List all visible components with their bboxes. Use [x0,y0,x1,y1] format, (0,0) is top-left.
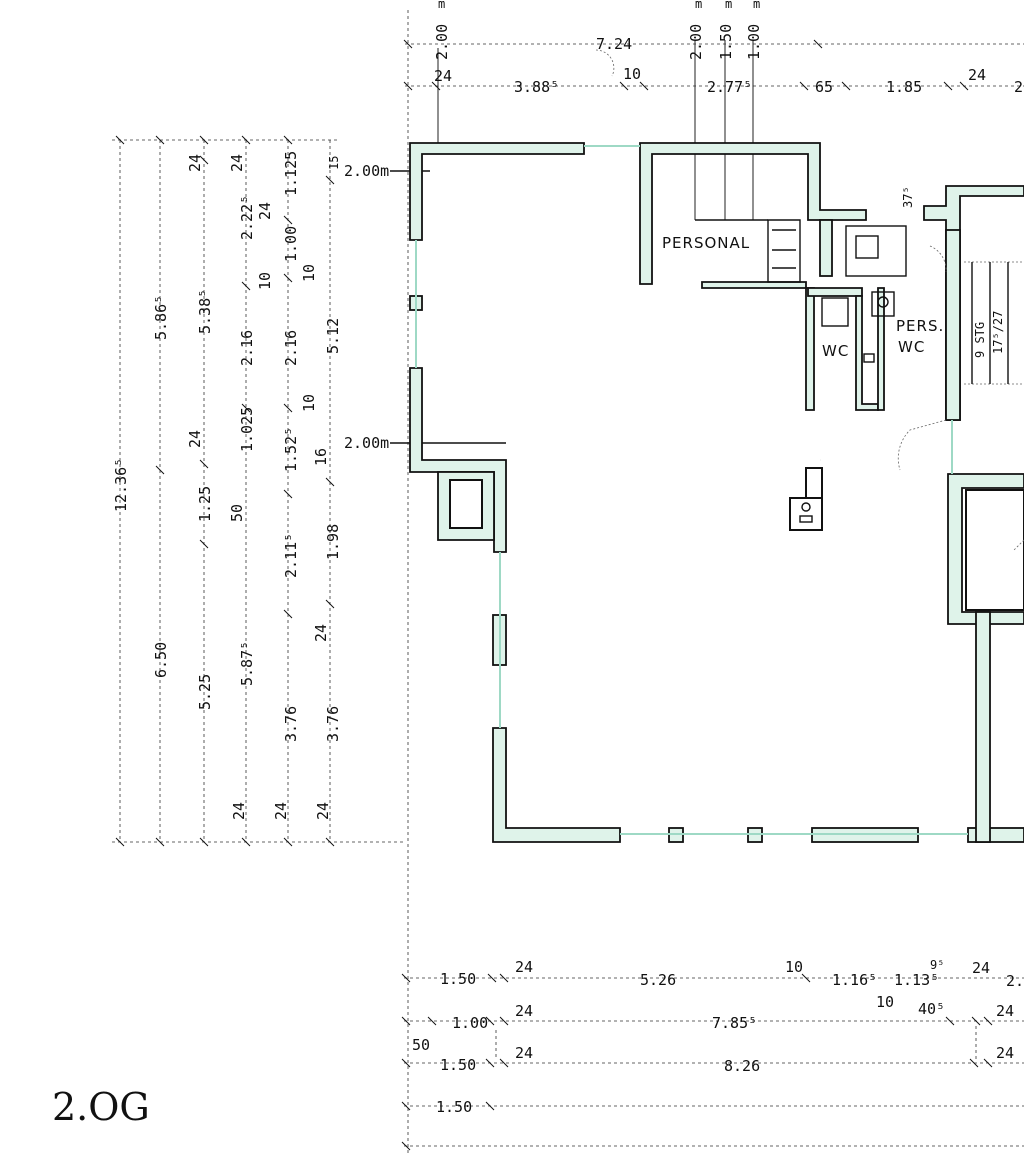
bottom-dimensions: 1.50 24 5.26 10 1.16⁵ 1.13⁵ 9⁵ 24 2. 1.0… [401,958,1024,1151]
windows [415,145,968,835]
dim-bottom-r2-24: 24 [515,1002,533,1020]
dim-bottom-r1-1165: 1.16⁵ [832,971,877,989]
floor-label: 2.OG [52,1085,150,1129]
dim-bottom-r3-826: 8.26 [724,1057,760,1075]
dim-left-2115: 2.11⁵ [282,533,300,578]
dim-top-24b: 24 [968,66,986,84]
dim-left-216b: 2.16 [282,330,300,366]
dim-left-10c: 10 [300,394,318,412]
dim-bottom-r3-24: 24 [515,1044,533,1062]
dim-top-150: 1.50 [717,24,735,60]
dim-left-12365: 12.36⁵ [112,458,130,512]
dim-bottom-r1-2: 2. [1006,972,1024,990]
dim-left-1125: 1.125 [282,151,300,196]
dim-top-65: 65 [815,78,833,96]
dim-bottom-r2-405: 40⁵ [918,1000,945,1018]
dim-top-10: 10 [623,65,641,83]
level-markers: 2.00m 2.00m [344,162,506,452]
dim-bottom-r1-95: 9⁵ [930,958,944,972]
dim-left-650: 6.50 [152,642,170,678]
dim-bottom-r2-24b: 24 [996,1002,1014,1020]
dim-left-198: 1.98 [324,524,342,560]
dim-left-5385: 5.38⁵ [196,289,214,334]
dim-left-525: 5.25 [196,674,214,710]
svg-text:m: m [695,0,702,11]
dim-top-375: 37⁵ [901,186,915,208]
dim-bottom-r1-24b: 24 [972,959,990,977]
dim-left-24h: 24 [314,802,332,820]
room-wc: WC [822,342,849,360]
dim-top-724: 7.24 [596,35,632,53]
dim-left-24c: 24 [228,154,246,172]
dim-left-24d: 24 [230,802,248,820]
dim-bottom-r1-24: 24 [515,958,533,976]
dim-left-24a: 24 [186,154,204,172]
dim-left-24g: 24 [312,624,330,642]
dim-top-100: 1.00 [745,24,763,60]
walls [409,142,1024,843]
dim-left-15: 15 [327,156,341,170]
dim-left-24f: 24 [272,802,290,820]
dim-bottom-r2-10: 10 [876,993,894,1011]
dim-bottom-r1-10: 10 [785,958,803,976]
dim-bottom-r1-150: 1.50 [440,970,476,988]
dim-bottom-r3-150: 1.50 [440,1056,476,1074]
room-personal: PERSONAL [662,234,750,252]
svg-text:m: m [438,0,445,11]
stair-label-a: 9 STG [973,322,987,358]
dim-left-1525: 1.52⁵ [282,427,300,472]
dim-left-50: 50 [228,504,246,522]
dim-top-200: 2.00 [687,24,705,60]
left-dimensions: 12.36⁵ 5.86⁵ 6.50 24 5.38⁵ 24 1.25 5.25 … [112,135,404,847]
dim-left-216a: 2.16 [238,330,256,366]
dim-left-5875: 5.87⁵ [238,641,256,686]
dim-top-185: 1.85 [886,78,922,96]
dim-left-10a: 10 [256,272,274,290]
dim-left-5865: 5.86⁵ [152,295,170,340]
room-pers-line2: WC [898,338,925,356]
svg-text:m: m [725,0,732,11]
dim-left-2225: 2.22⁵ [238,195,256,240]
dim-left-16: 16 [312,448,330,466]
dim-left-24b: 24 [186,430,204,448]
dim-bottom-r4-150: 1.50 [436,1098,472,1116]
stair-label-b: 17⁵/27 [991,311,1005,354]
dim-bottom-r2-7855: 7.85⁵ [712,1014,757,1032]
dim-left-10b: 10 [300,264,318,282]
dim-left-100: 1.00 [282,226,300,262]
dim-top-24a: 24 [434,67,452,85]
dim-bottom-r1-526: 5.26 [640,971,676,989]
dim-bottom-r1-1135: 1.13⁵ [894,971,939,989]
dim-top-2775: 2.77⁵ [707,78,752,96]
dim-left-376b: 3.76 [324,706,342,742]
room-pers-line1: PERS. [896,317,944,335]
dim-left-24e: 24 [256,202,274,220]
dim-left-10255: 1.025 [238,407,256,452]
level-lower: 2.00m [344,434,389,452]
dim-top-2: 2 [1014,78,1023,96]
level-upper: 2.00m [344,162,389,180]
dim-left-125: 1.25 [196,486,214,522]
dim-top-3885: 3.88⁵ [514,78,559,96]
dim-bottom-r2-100: 1.00 [452,1014,488,1032]
dim-top-200-left: 2.00 [433,24,451,60]
fixtures [695,219,1024,551]
dim-bottom-r3-50: 50 [412,1036,430,1054]
dim-bottom-r3-24b: 24 [996,1044,1014,1062]
dim-left-376a: 3.76 [282,706,300,742]
dim-left-512: 5.12 [324,318,342,354]
svg-text:m: m [753,0,760,11]
